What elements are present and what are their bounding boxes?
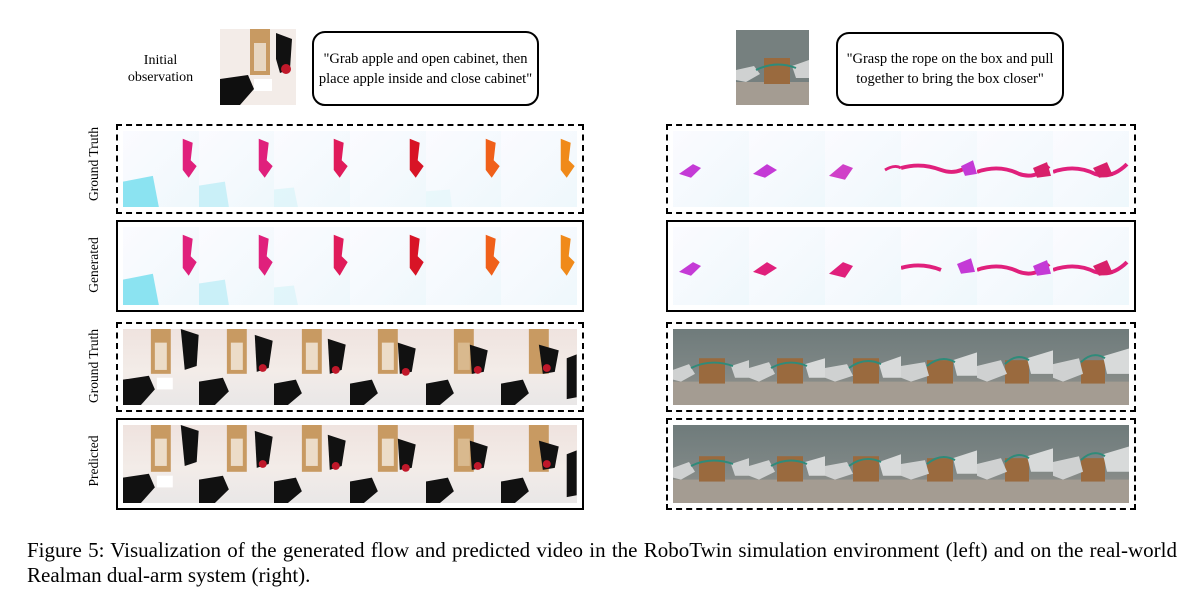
right-gt-video-strip (673, 329, 1129, 405)
flow-frame (977, 131, 1053, 207)
right-instruction-text: "Grasp the rope on the box and pull toge… (846, 51, 1054, 87)
flow-frame (274, 227, 351, 305)
video-frame (350, 329, 426, 405)
figure-caption: Figure 5: Visualization of the generated… (27, 538, 1177, 587)
left-ground-truth-flow-panel (116, 124, 584, 214)
left-predicted-video-strip (123, 425, 577, 503)
row-label-ground-truth-flow: Ground Truth (86, 127, 101, 201)
flow-frame (825, 227, 901, 305)
flow-frame (425, 131, 502, 207)
video-frame (274, 425, 351, 503)
left-gt-video-strip (123, 329, 577, 405)
right-ground-truth-video-panel (666, 322, 1136, 412)
flow-frame (274, 131, 351, 207)
flow-frame (673, 227, 749, 305)
left-gt-flow-strip (123, 131, 577, 207)
flow-frame (749, 131, 825, 207)
video-frame (901, 329, 977, 405)
flow-frame (749, 227, 825, 305)
initial-observation-sim-image (220, 29, 296, 105)
flow-frame (1053, 227, 1129, 305)
right-instruction-bubble: "Grasp the rope on the box and pull toge… (836, 32, 1064, 106)
video-frame (501, 329, 577, 405)
flow-frame (198, 131, 275, 207)
video-frame (501, 425, 577, 503)
left-generated-flow-strip (123, 227, 577, 305)
right-generated-flow-strip (673, 227, 1129, 305)
video-frame (901, 425, 977, 503)
video-frame (198, 425, 275, 503)
video-frame (198, 329, 275, 405)
video-frame (673, 329, 749, 405)
right-gt-flow-strip (673, 131, 1129, 207)
video-frame (749, 425, 825, 503)
left-ground-truth-video-panel (116, 322, 584, 412)
video-frame (123, 425, 199, 503)
row-label-generated-flow: Generated (86, 237, 101, 293)
video-frame (425, 425, 502, 503)
video-frame (825, 329, 901, 405)
right-predicted-video-panel (666, 418, 1136, 510)
flow-frame (1053, 131, 1129, 207)
video-frame (1053, 329, 1129, 405)
flow-frame (901, 131, 977, 207)
flow-frame (501, 227, 577, 305)
right-predicted-video-strip (673, 425, 1129, 503)
video-frame (977, 329, 1053, 405)
flow-frame (123, 131, 199, 207)
video-frame (350, 425, 426, 503)
video-frame (123, 329, 199, 405)
flow-frame (825, 131, 901, 207)
video-frame (425, 329, 502, 405)
flow-frame (350, 227, 426, 305)
flow-frame (977, 227, 1053, 305)
left-instruction-bubble: "Grab apple and open cabinet, then place… (312, 31, 539, 106)
video-frame (749, 329, 825, 405)
right-ground-truth-flow-panel (666, 124, 1136, 214)
row-label-predicted-video: Predicted (86, 435, 101, 487)
initial-observation-label: Initial observation (127, 53, 194, 85)
right-generated-flow-panel (666, 220, 1136, 312)
flow-frame (425, 227, 502, 305)
left-predicted-video-panel (116, 418, 584, 510)
video-frame (1053, 425, 1129, 503)
flow-frame (673, 131, 749, 207)
flow-frame (501, 131, 577, 207)
video-frame (977, 425, 1053, 503)
left-generated-flow-panel (116, 220, 584, 312)
flow-frame (901, 227, 977, 305)
left-instruction-text: "Grab apple and open cabinet, then place… (318, 50, 533, 87)
initial-observation-real-image (736, 30, 809, 105)
flow-frame (123, 227, 199, 305)
flow-frame (198, 227, 275, 305)
flow-frame (350, 131, 426, 207)
video-frame (274, 329, 351, 405)
row-label-ground-truth-video: Ground Truth (86, 329, 101, 403)
video-frame (825, 425, 901, 503)
video-frame (673, 425, 749, 503)
